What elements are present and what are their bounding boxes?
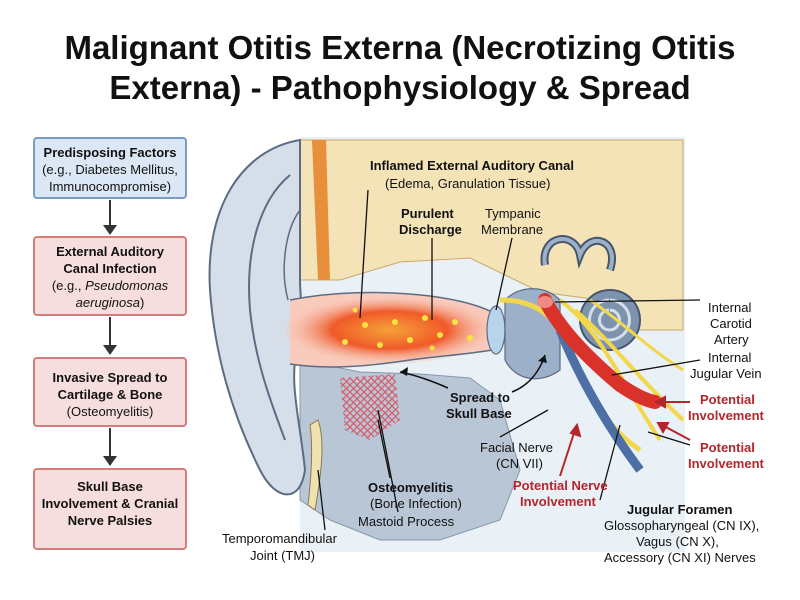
label-foramen-2: Vagus (CN X), bbox=[636, 534, 719, 549]
potential-involvement-arrows bbox=[559, 395, 691, 477]
title-line-2: Externa) - Pathophysiology & Spread bbox=[109, 69, 691, 106]
flow-step-heading: External Auditory Canal Infection bbox=[56, 244, 164, 276]
flow-step-detail-end: ) bbox=[139, 295, 145, 310]
label-canal-title: Inflamed External Auditory Canal bbox=[370, 158, 574, 173]
jugular-vein bbox=[555, 328, 644, 473]
flow-step-invasive-spread: Invasive Spread to Cartilage & Bone (Ost… bbox=[33, 357, 187, 427]
label-tmj-2: Joint (TMJ) bbox=[250, 548, 315, 563]
label-facial-2: (CN VII) bbox=[496, 456, 543, 471]
label-discharge: Discharge bbox=[399, 222, 462, 237]
flow-step-detail: (e.g., Diabetes Mellitus, Immunocompromi… bbox=[42, 162, 178, 194]
label-potential-2: Potential bbox=[700, 440, 755, 455]
canal-lower-wall bbox=[289, 349, 493, 368]
flow-step-predisposing: Predisposing Factors (e.g., Diabetes Mel… bbox=[33, 137, 187, 199]
canal-inflammation bbox=[285, 296, 495, 364]
label-foramen-3: Accessory (CN XI) Nerves bbox=[604, 550, 756, 565]
label-tympanic-2: Membrane bbox=[481, 222, 544, 237]
label-potential-nerve-1: Potential Nerve bbox=[513, 478, 608, 493]
flow-arrow-1 bbox=[103, 200, 117, 235]
carotid-artery bbox=[538, 293, 662, 409]
label-spread-1: Spread to bbox=[450, 390, 510, 405]
label-osteo-1: Osteomyelitis bbox=[368, 480, 454, 495]
label-osteo-2: (Bone Infection) bbox=[370, 496, 462, 511]
flow-step-heading: Skull Base Involvement & Cranial Nerve P… bbox=[41, 479, 179, 528]
label-canal-detail: (Edema, Granulation Tissue) bbox=[385, 176, 551, 191]
flow-arrow-3 bbox=[103, 428, 117, 466]
spread-arrow-left-head bbox=[400, 367, 408, 376]
label-carotid-3: Artery bbox=[714, 332, 749, 347]
label-jugular-vein-2: Jugular Vein bbox=[690, 366, 762, 381]
label-involvement-2: Involvement bbox=[688, 456, 764, 471]
cranial-nerve-bundle-2 bbox=[573, 308, 685, 422]
label-foramen-title: Jugular Foramen bbox=[627, 502, 733, 517]
cranial-nerve-bundle-1 bbox=[558, 298, 662, 442]
cartilage-strip bbox=[312, 140, 330, 280]
label-tmj-1: Temporomandibular bbox=[222, 531, 337, 546]
flow-arrow-2 bbox=[103, 317, 117, 355]
flow-step-detail: (Osteomyelitis) bbox=[66, 404, 154, 419]
label-carotid-2: Carotid bbox=[710, 316, 752, 331]
label-jugular-vein-1: Internal bbox=[708, 350, 752, 365]
label-carotid-1: Internal bbox=[708, 300, 752, 315]
label-involvement-1: Involvement bbox=[688, 408, 764, 423]
purulent-discharge-dots bbox=[342, 307, 473, 351]
canal-upper-wall bbox=[289, 291, 493, 313]
page-title: Malignant Otitis Externa (Necrotizing Ot… bbox=[0, 28, 800, 108]
cranial-nerve-bundle-3 bbox=[589, 298, 684, 372]
carotid-opening bbox=[537, 296, 553, 308]
tympanic-membrane bbox=[486, 305, 506, 355]
auricle-fold bbox=[248, 174, 291, 441]
flow-step-organism: Pseudomonas aeruginosa bbox=[75, 278, 169, 310]
label-purulent: Purulent bbox=[401, 206, 454, 221]
cochlea-spiral bbox=[588, 298, 631, 342]
label-foramen-1: Glossopharyngeal (CN IX), bbox=[604, 518, 760, 533]
flow-step-detail: (e.g., bbox=[51, 278, 86, 293]
tmj-structure bbox=[307, 419, 323, 511]
label-mastoid: Mastoid Process bbox=[358, 514, 455, 529]
label-spread-2: Skull Base bbox=[446, 406, 512, 421]
spread-arrow-right-head bbox=[538, 355, 547, 363]
leader-lines bbox=[317, 189, 701, 531]
label-facial-1: Facial Nerve bbox=[480, 440, 553, 455]
auricle-inner-fold bbox=[283, 209, 301, 301]
semicircular-canals-inner bbox=[542, 237, 614, 271]
title-line-1: Malignant Otitis Externa (Necrotizing Ot… bbox=[64, 29, 736, 66]
label-potential-1: Potential bbox=[700, 392, 755, 407]
label-potential-nerve-2: Involvement bbox=[520, 494, 596, 509]
flow-step-heading: Invasive Spread to Cartilage & Bone bbox=[52, 370, 168, 402]
flow-step-skull-base: Skull Base Involvement & Cranial Nerve P… bbox=[33, 468, 187, 550]
osteomyelitis-area bbox=[340, 374, 400, 440]
label-tympanic-1: Tympanic bbox=[485, 206, 541, 221]
flow-step-canal-infection: External Auditory Canal Infection (e.g.,… bbox=[33, 236, 187, 316]
flow-step-heading: Predisposing Factors bbox=[43, 145, 177, 160]
